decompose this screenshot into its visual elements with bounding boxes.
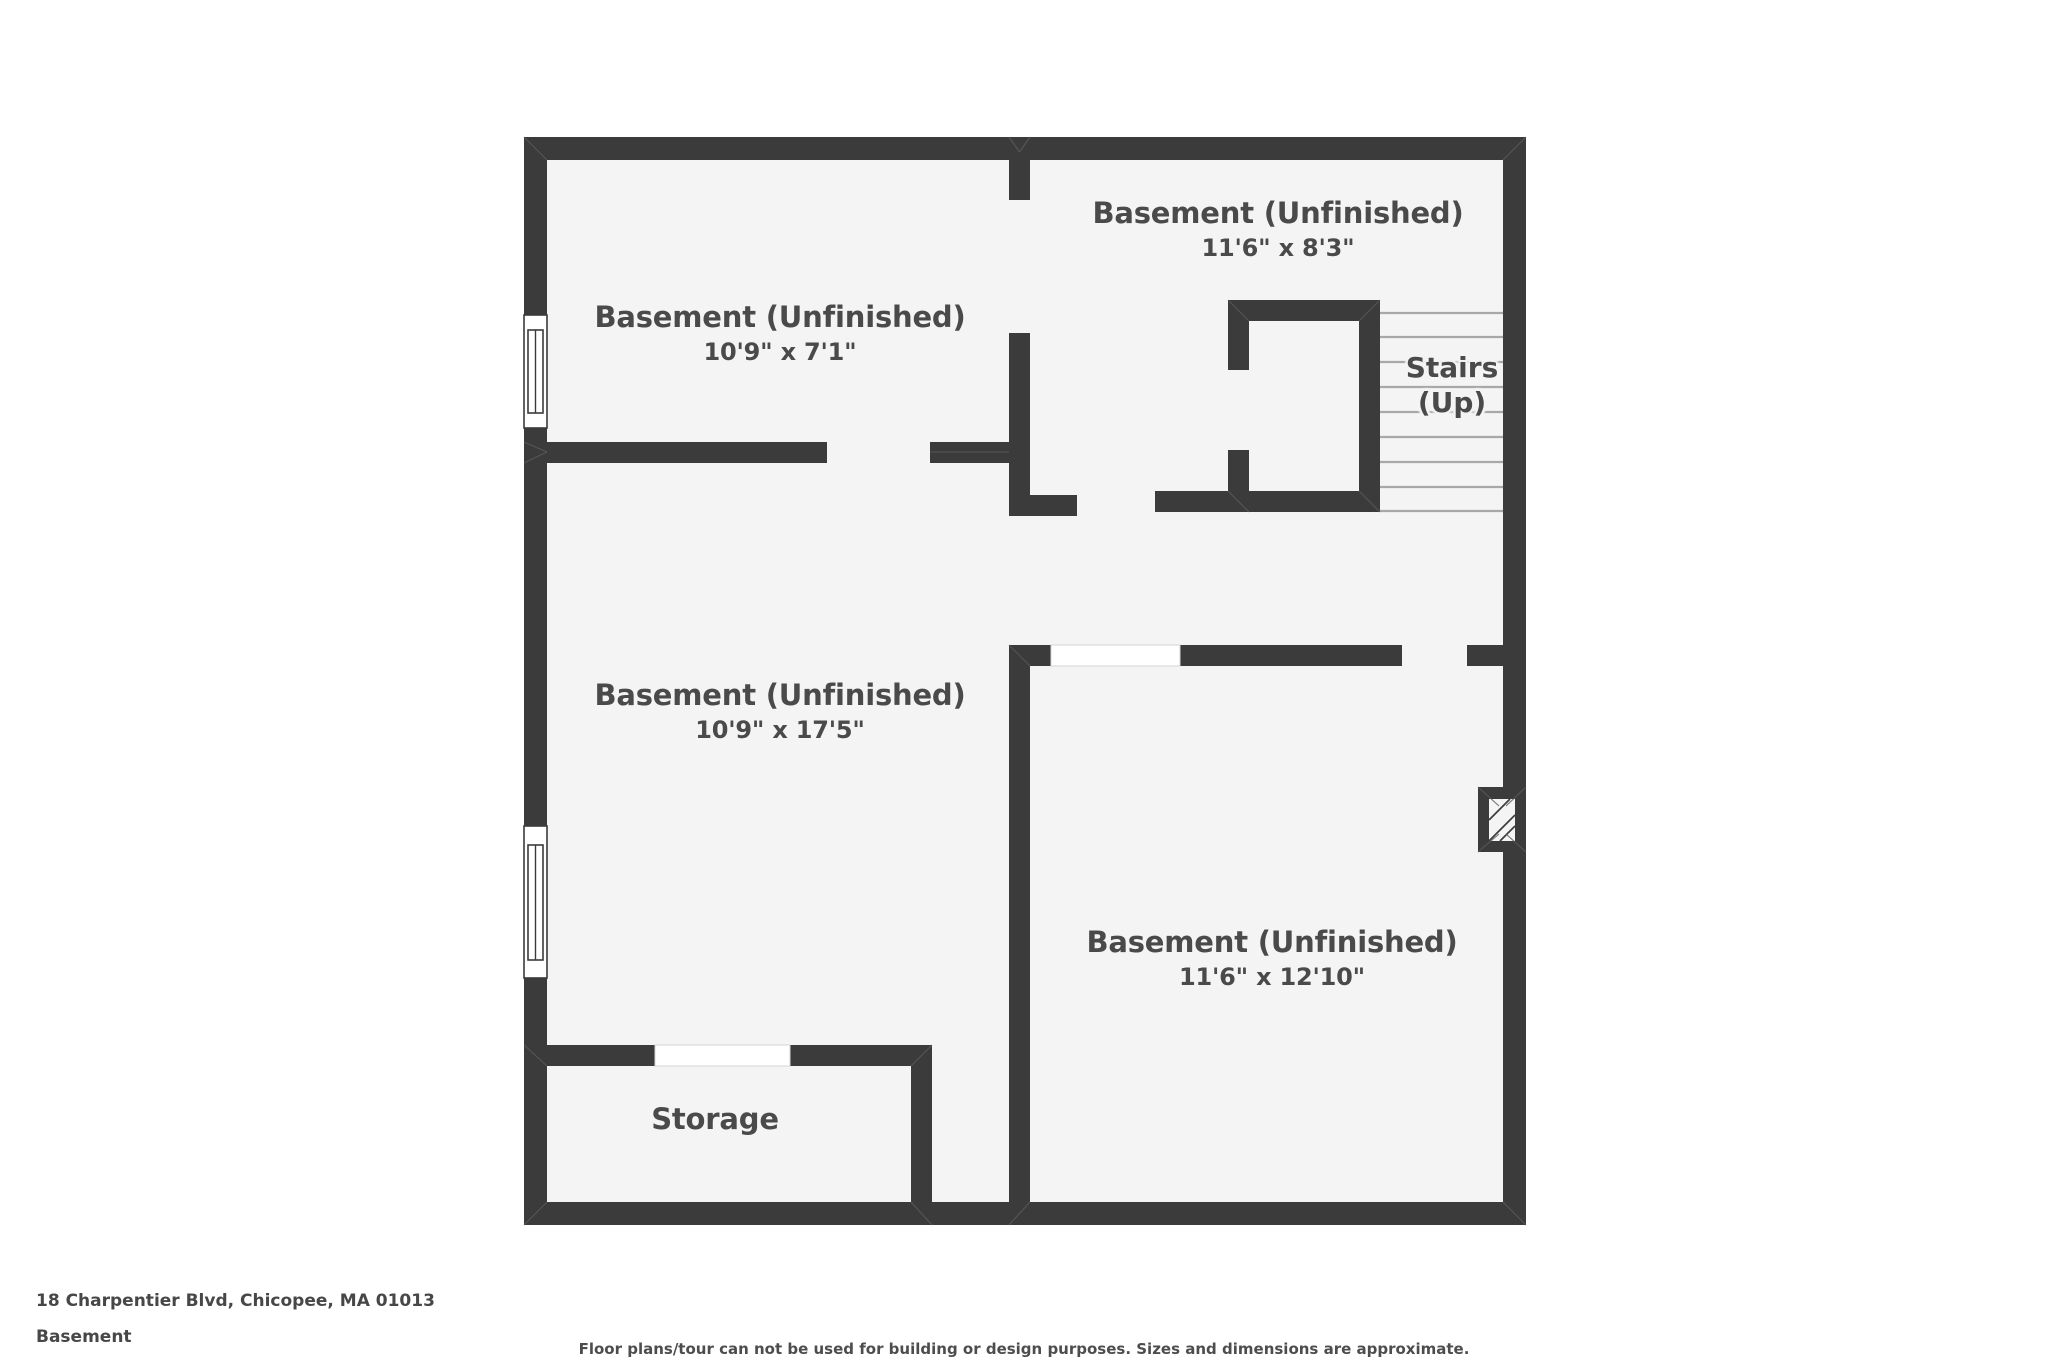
interior-wall-upperleft-bottom	[524, 442, 827, 463]
exterior-wall-left-c	[524, 978, 547, 1225]
stairs-area-fill	[1380, 310, 1526, 510]
stairs-step-lines	[1380, 311, 1526, 513]
door-opening-storage	[654, 1044, 791, 1067]
stairs-treads	[1380, 310, 1526, 513]
exterior-wall-left-b	[524, 428, 547, 826]
footer-address: 18 Charpentier Blvd, Chicopee, MA 01013	[36, 1291, 435, 1311]
exterior-wall-right-b	[1503, 852, 1526, 1225]
wall-corner-miters	[523, 136, 1527, 1226]
interior-wall-upperleft-right-v2	[1009, 442, 1030, 516]
window-left-lower	[523, 825, 548, 979]
exterior-wall-right-a	[1503, 137, 1526, 787]
footer-disclaimer: Floor plans/tour can not be used for bui…	[578, 1340, 1470, 1358]
interior-wall-closet-bottom	[1155, 491, 1380, 512]
interior-wall-mid-h-stub-right	[1467, 645, 1503, 666]
footer-level: Basement	[36, 1327, 132, 1347]
exterior-walls	[524, 137, 1526, 1225]
interior-wall-closet-right	[1359, 300, 1380, 512]
interior-wall-storage-top-a	[524, 1045, 655, 1066]
window-left-upper	[523, 314, 548, 429]
interior-wall-upperleft-right-v	[1009, 333, 1030, 463]
footer-info: 18 Charpentier Blvd, Chicopee, MA 01013 …	[36, 1293, 736, 1346]
interior-wall-closet-left-a	[1228, 300, 1249, 370]
interior-walls	[524, 137, 1503, 1225]
exterior-wall-left-a	[524, 137, 547, 315]
door-opening-middle	[1050, 644, 1181, 667]
door-openings	[654, 644, 1181, 1067]
interior-wall-storage-right	[911, 1045, 932, 1225]
chimney-icon	[1478, 787, 1526, 852]
interior-wall-mid-h-b	[1180, 645, 1402, 666]
interior-wall-main-vertical	[1009, 645, 1030, 1225]
interior-wall-top-stub	[1009, 137, 1030, 200]
interior-wall-closet-top	[1228, 300, 1380, 321]
interior-wall-storage-top-b	[790, 1045, 932, 1066]
